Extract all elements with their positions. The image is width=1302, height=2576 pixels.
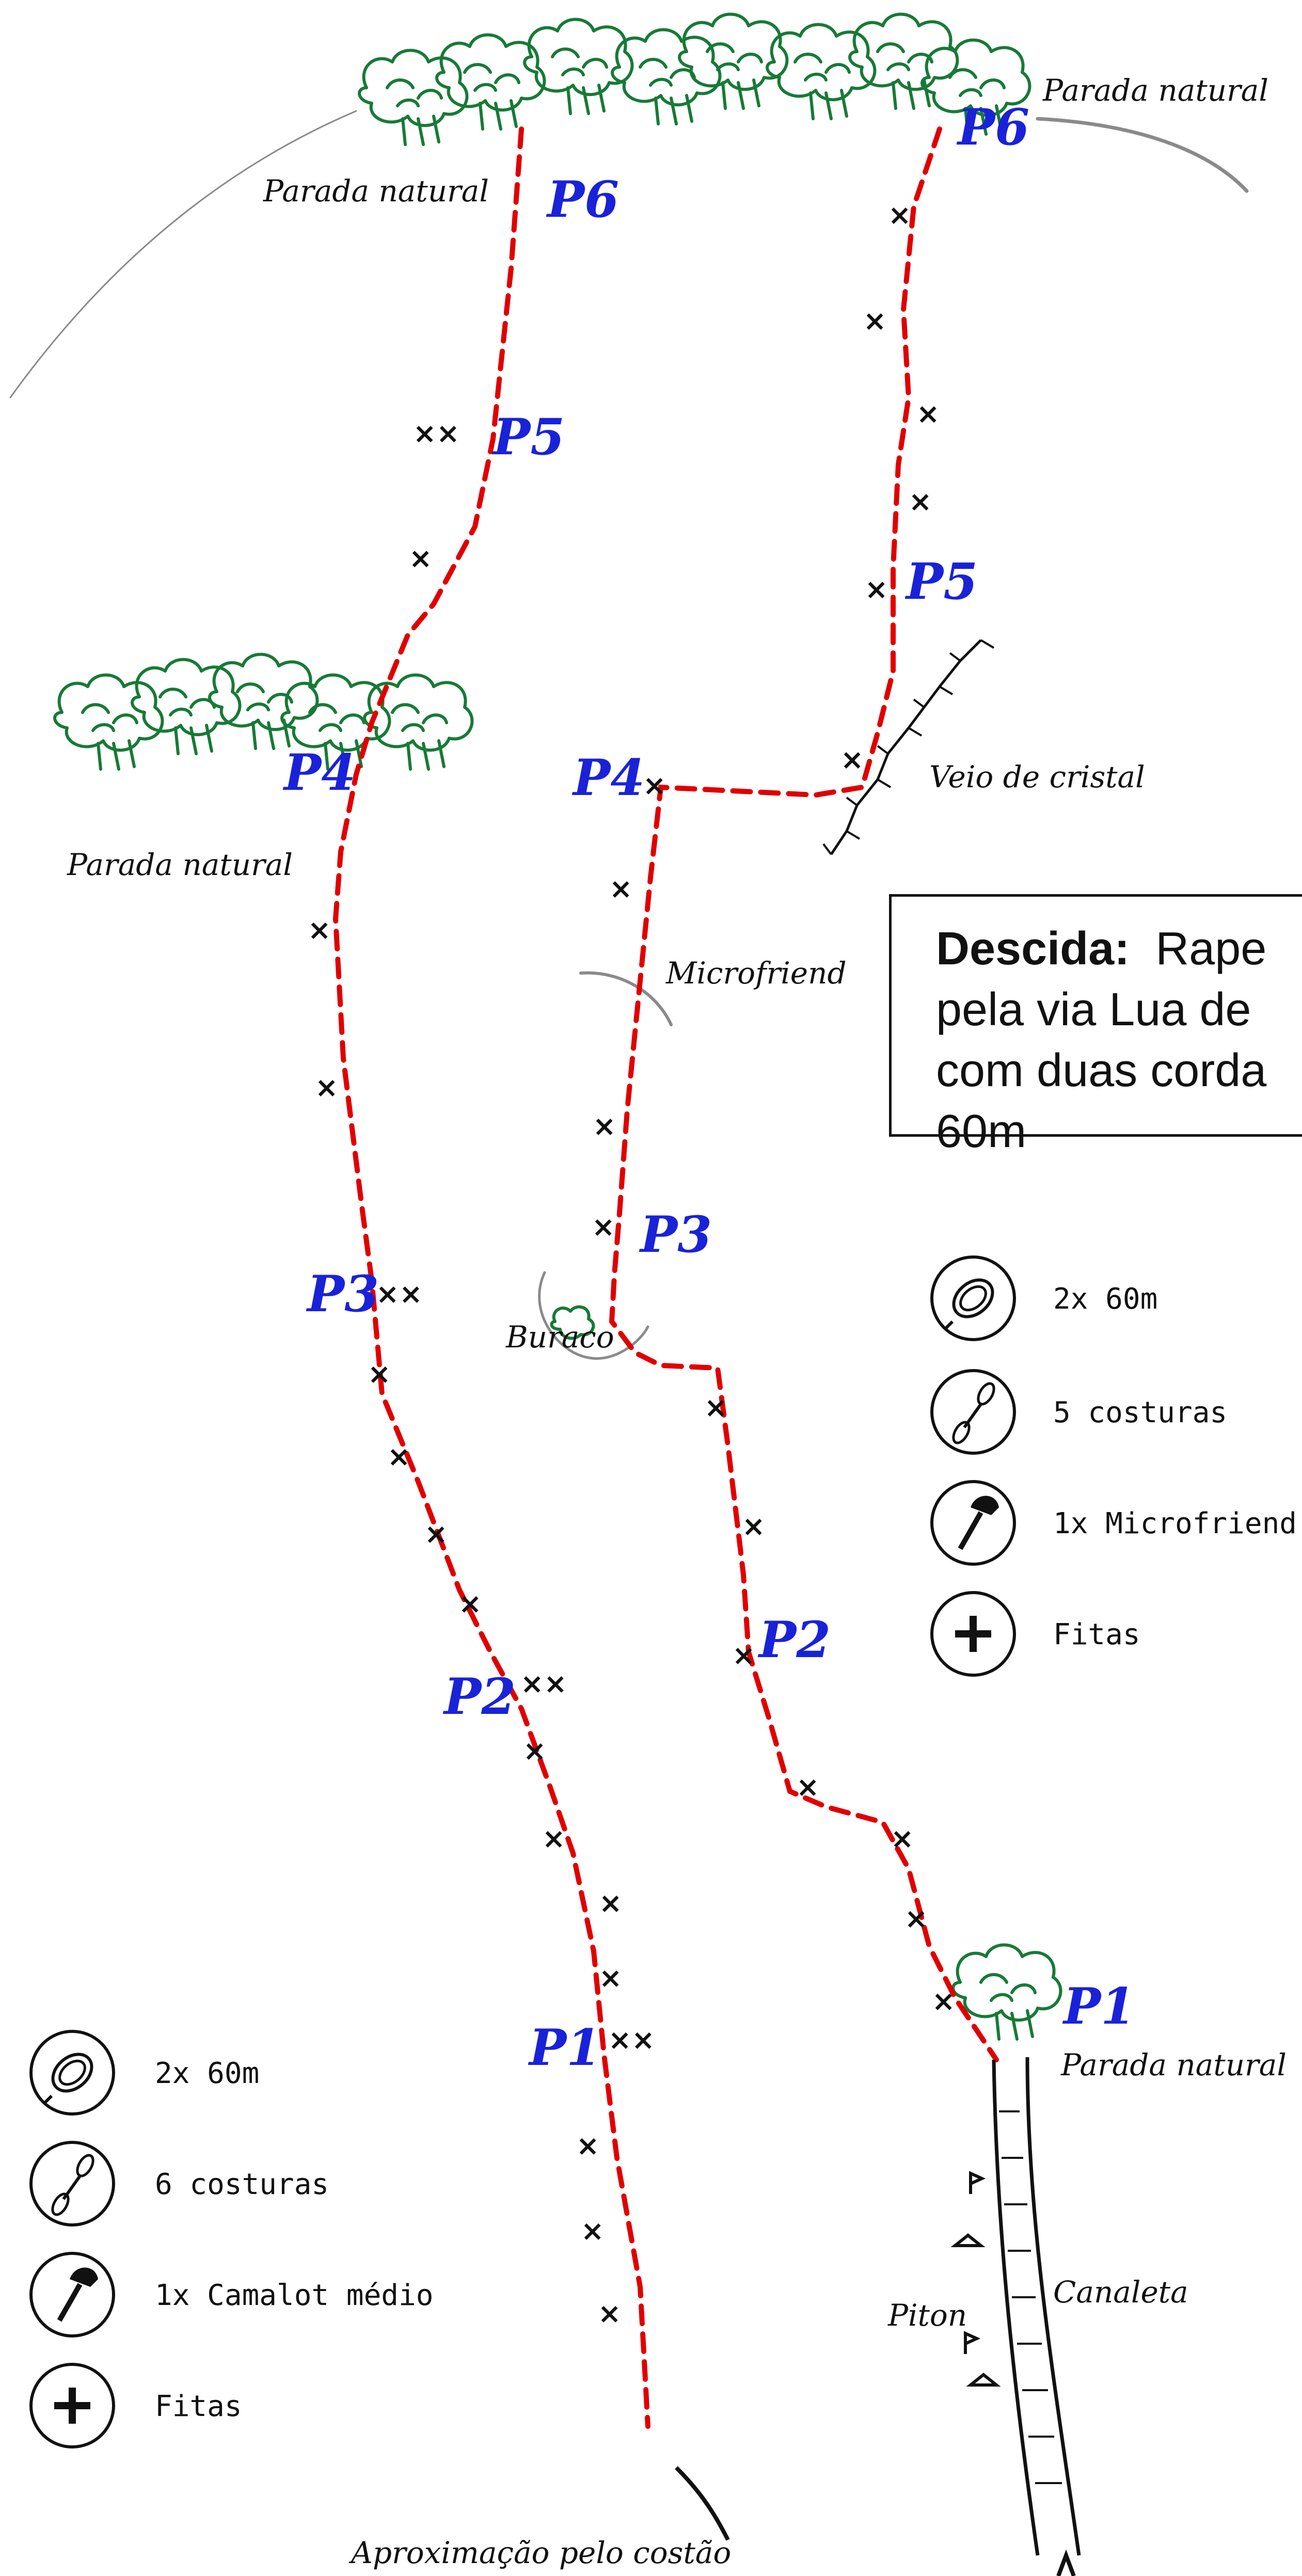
gear-quickdraws-label: 5 costuras [1053,1396,1227,1429]
bolt-marker: × [742,1510,765,1543]
note-buraco: Buraco [505,1319,614,1355]
bolt-marker: × [643,769,666,802]
note-parada-top-right: Parada natural [1042,73,1268,108]
plus-icon [29,2363,115,2448]
approach-arrow-icon [675,2466,730,2541]
bolt-marker: × [315,1071,338,1104]
descent-info-box: Descida: Rape pela via Lua de com duas c… [889,894,1302,1157]
left-pitch-label-p6: P6 [546,170,619,229]
plus-icon [930,1591,1016,1677]
bolt-marker: × [904,1902,928,1935]
bolt-marker: × [576,2129,599,2162]
bolt-marker: × [599,1962,622,1994]
descent-line-2: pela via Lua de [936,984,1251,1036]
note-veio-cristal: Veio de cristal [929,759,1145,794]
bolt-marker: ×× [376,1278,423,1310]
rope-icon [29,2030,115,2116]
parada-right-pointer [1036,117,1249,193]
note-microfriend: Microfriend [665,956,847,991]
left-pitch-label-p5: P5 [491,408,565,466]
right-pitch-label-p4: P4 [571,749,645,807]
gear-legend-left: 2x 60m 6 costuras 1x Camalot médio Fitas [29,2030,433,2448]
right-route-bolts: × × × × × × × × × × × × × × × × × [592,199,955,2017]
gear-cam-label-left: 1x Camalot médio [155,2279,433,2312]
note-piton: Piton [887,2298,967,2333]
crystal-vein-ticks [822,639,995,855]
bolt-marker: × [598,2297,621,2330]
bolt-marker: × [409,542,432,575]
bolt-marker: ×× [520,1667,567,1700]
crystal-vein [830,639,982,855]
left-route-line [332,126,650,2429]
bolt-marker: × [592,1211,615,1243]
gear-rope-label-left: 2x 60m [155,2057,259,2090]
bolt-marker: × [888,199,911,231]
right-pitch-label-p5: P5 [904,552,978,611]
buraco-outline [538,1271,649,1360]
descent-line-1: Descida: Rape [936,918,1302,979]
cam-icon [930,1480,1016,1566]
note-parada-mid-left: Parada natural [67,847,293,882]
right-route-line [609,126,999,2062]
bolt-marker: × [704,1391,727,1424]
gear-quickdraws-label-left: 6 costuras [155,2168,329,2201]
gear-slings-label: Fitas [1053,1618,1140,1651]
rope-icon [930,1255,1016,1341]
descent-heading: Descida: [936,923,1130,975]
bolt-marker: ×× [608,2024,655,2056]
gear-slings-label-left: Fitas [155,2390,242,2423]
canaleta-chimney [992,2057,1081,2556]
bolt-marker: × [308,914,331,946]
right-pitch-label-p6: P6 [956,98,1029,156]
gear-legend-right: 2x 60m 5 costuras 1x Microfriend Fitas [930,1255,1297,1677]
bolt-marker: × [387,1440,410,1473]
bolt-marker: × [458,1587,482,1620]
right-pitch-label-p1: P1 [1062,1977,1135,2036]
note-parada-p1: Parada natural [1060,2047,1287,2082]
gear-rope-label: 2x 60m [1053,1282,1157,1316]
descent-line-4: 60m [936,1106,1027,1157]
microfriend-pointer [579,971,673,1026]
bolt-marker: × [593,1110,616,1142]
bolt-marker: × [932,1985,955,2017]
bolt-marker: × [609,872,632,905]
bolt-marker: × [581,2215,604,2247]
descent-text-1: Rape [1155,923,1267,975]
bolt-marker: × [863,305,886,337]
left-pitch-label-p3: P3 [306,1265,379,1323]
bolt-marker: ×× [413,417,460,450]
parada-left-pointer [9,110,357,399]
bolt-marker: × [732,1639,755,1672]
note-parada-top-left: Parada natural [263,173,489,209]
bolt-marker: × [891,1822,914,1855]
right-pitch-label-p2: P2 [757,1611,831,1669]
bolt-marker: × [424,1518,448,1550]
quickdraw-icon [930,1369,1016,1455]
left-pitch-label-p1: P1 [528,2018,601,2077]
left-route-bolts: ×× × × × ×× × × × × ×× × × × × ×× × × × [308,417,655,2330]
left-pitch-label-p4: P4 [282,743,356,802]
bottom-arrow-icon [1056,2549,1076,2576]
bolt-marker: × [796,1771,819,1803]
piton-icons [950,2171,1001,2387]
bolt-marker: × [368,1358,391,1390]
bolt-marker: × [840,743,864,776]
note-aproximacao: Aproximação pelo costão [348,2535,731,2570]
bolt-marker: × [599,1887,622,1919]
bolt-marker: × [865,573,888,606]
quickdraw-icon [29,2141,115,2227]
bolt-marker: × [542,1822,565,1855]
gear-cam-label: 1x Microfriend [1053,1507,1297,1540]
note-canaleta: Canaleta [1053,2275,1188,2310]
cam-icon [29,2252,115,2338]
bolt-marker: × [909,485,932,518]
right-pitch-label-p3: P3 [639,1205,712,1264]
bolt-marker: × [916,397,940,430]
bolt-marker: × [523,1735,546,1767]
left-pitch-label-p2: P2 [442,1667,516,1726]
descent-line-3: com duas corda [936,1045,1267,1096]
buraco-bush [550,1305,595,1340]
